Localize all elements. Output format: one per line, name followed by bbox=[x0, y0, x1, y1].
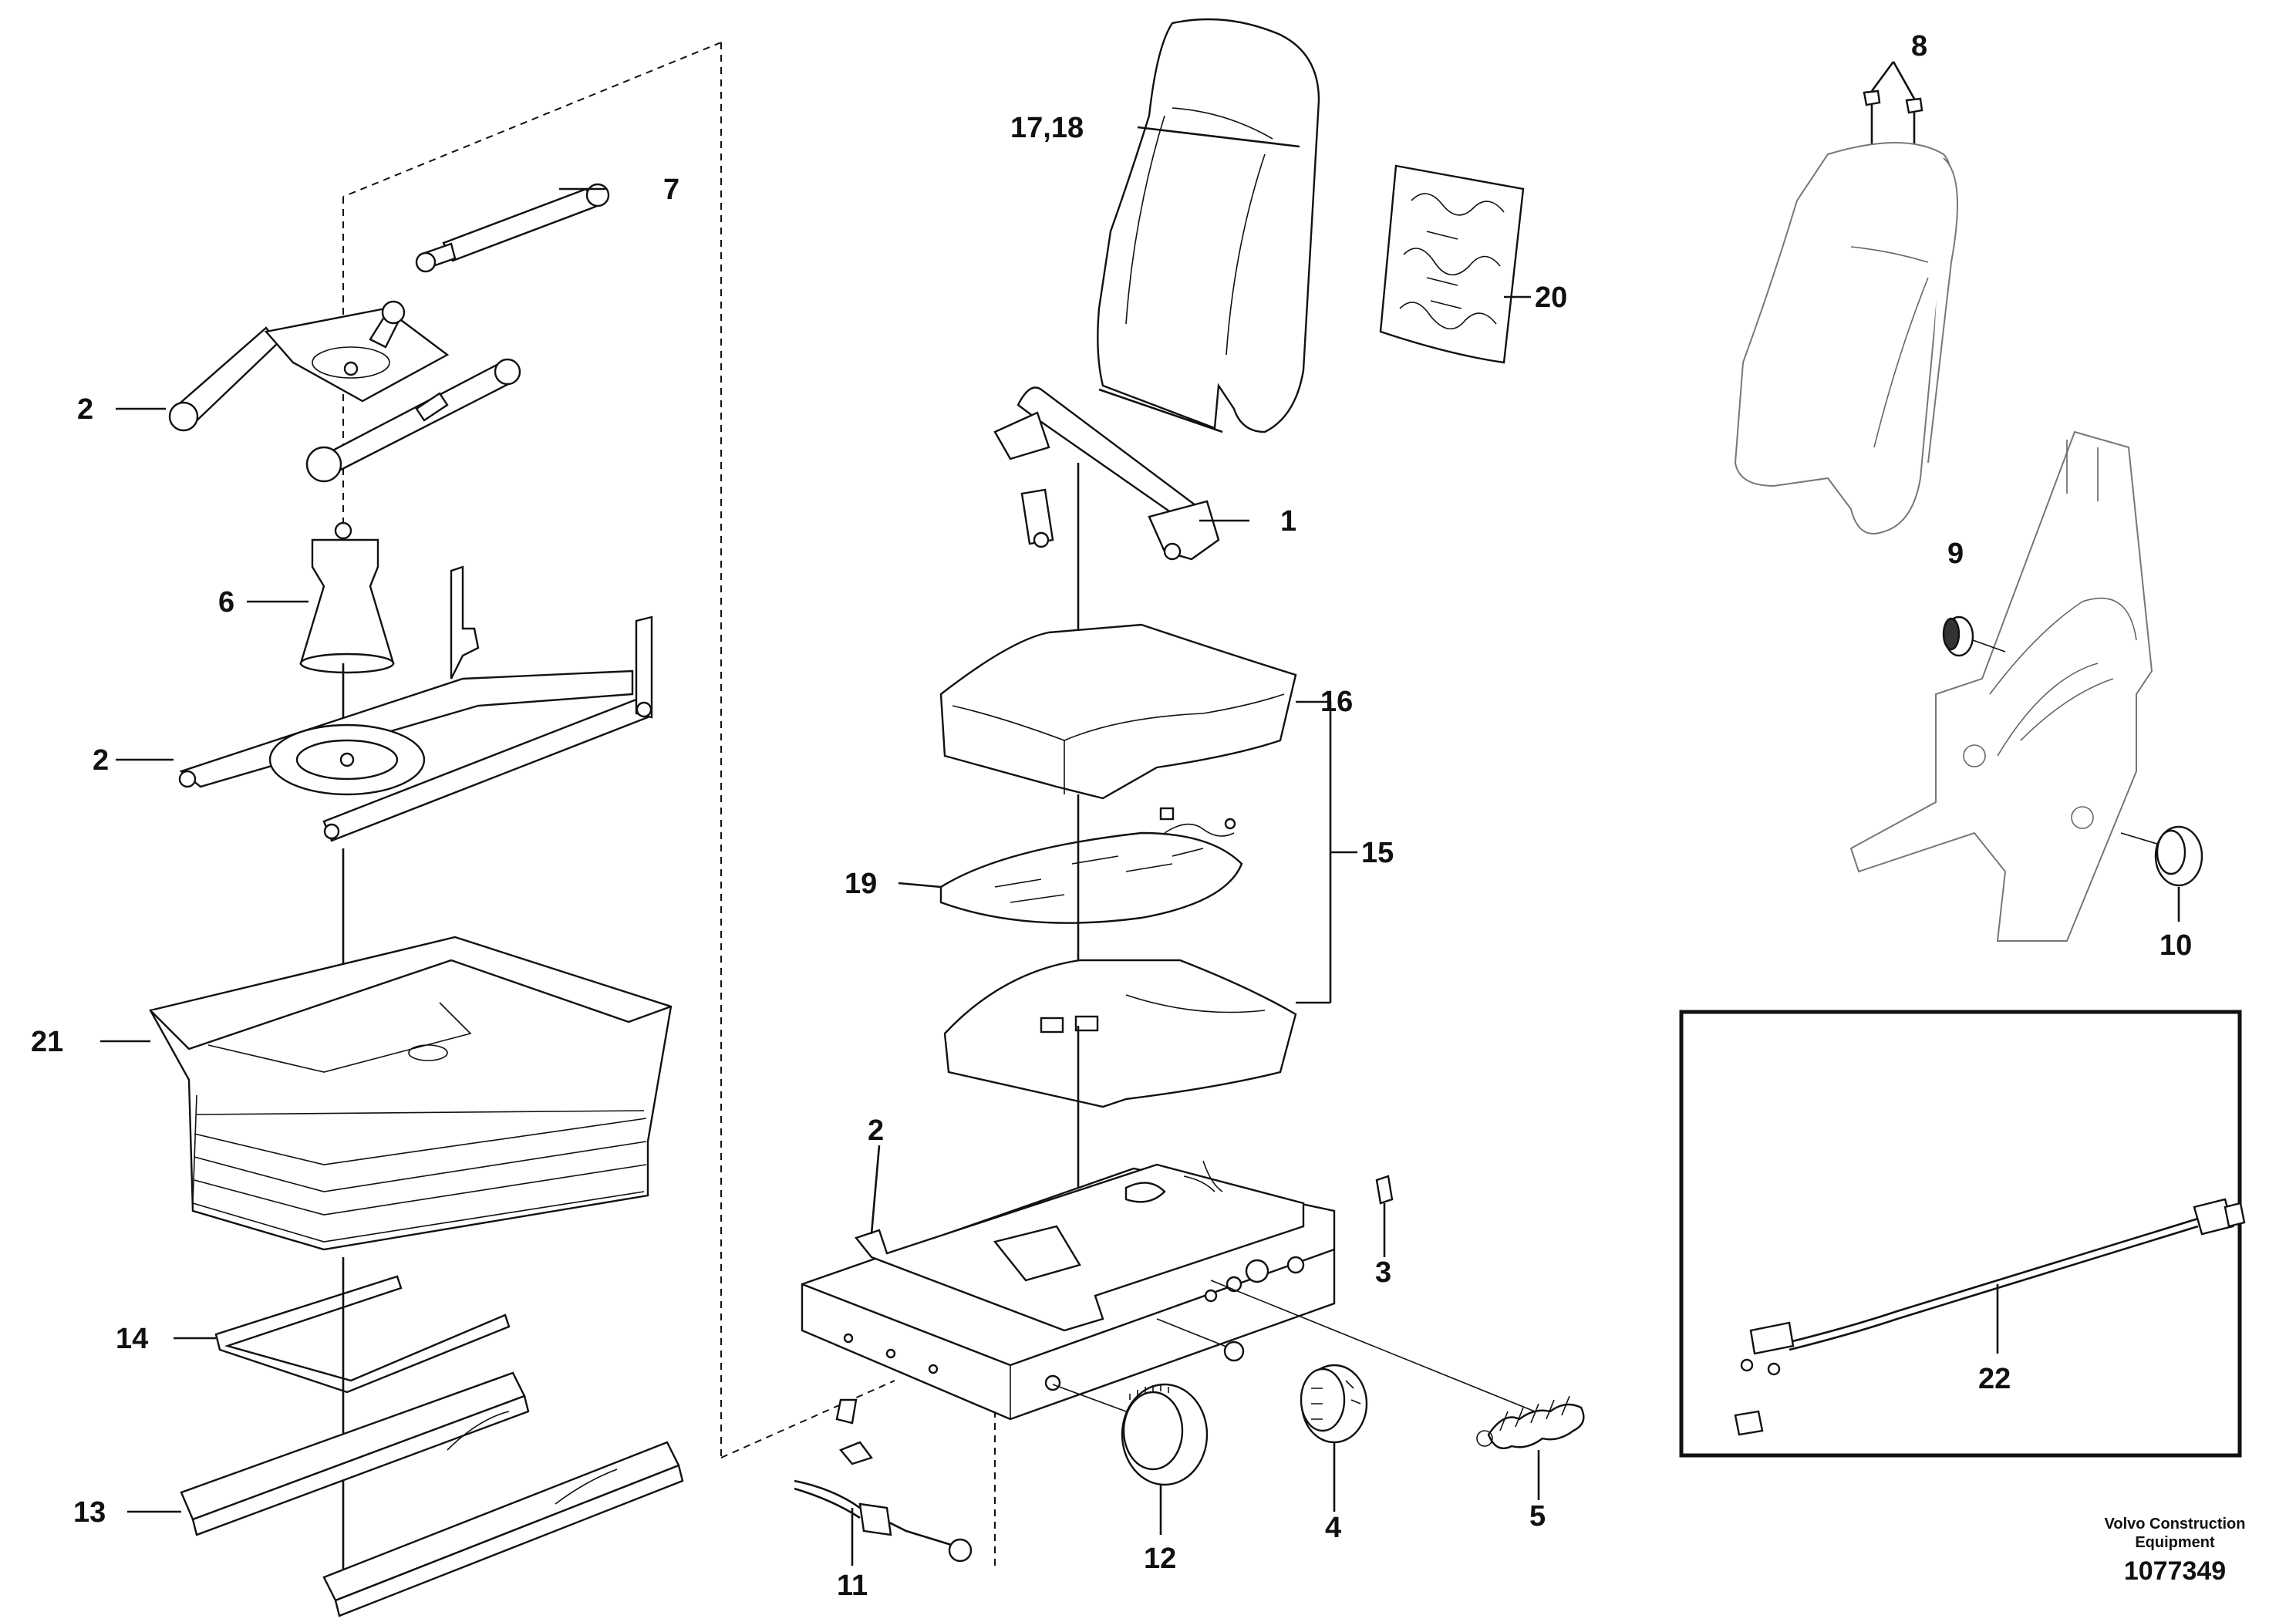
part-label-2-lower: 2 bbox=[93, 744, 109, 777]
clip-3 bbox=[1375, 1175, 1394, 1257]
spring-5 bbox=[1210, 1280, 1585, 1500]
dashed-boundary bbox=[342, 42, 996, 1566]
backrest-17-18 bbox=[1097, 18, 1320, 433]
seat-frame bbox=[801, 1160, 1336, 1421]
document-number: 1077349 bbox=[2124, 1556, 2226, 1586]
knob-9 bbox=[1942, 615, 2006, 657]
knob-4 bbox=[1156, 1318, 1368, 1512]
seat-base-cushion bbox=[943, 959, 1297, 1257]
part-label-2-upper: 2 bbox=[77, 393, 93, 426]
part-label-2-seat: 2 bbox=[868, 1114, 884, 1147]
part-label-11: 11 bbox=[837, 1570, 868, 1602]
part-label-6: 6 bbox=[218, 586, 234, 619]
part-label-10: 10 bbox=[2159, 929, 2192, 962]
part-label-16: 16 bbox=[1320, 686, 1353, 718]
part-label-9: 9 bbox=[1947, 538, 1964, 570]
seat-belt-1 bbox=[993, 386, 1220, 694]
cable-11 bbox=[794, 1398, 973, 1566]
backrest-frame bbox=[1849, 430, 2153, 942]
part-labels: 1 2 2 2 3 4 5 6 7 8 9 10 11 12 13 14 15 … bbox=[31, 30, 2192, 1602]
part-label-4: 4 bbox=[1325, 1512, 1341, 1544]
part-label-22: 22 bbox=[1978, 1363, 2011, 1395]
part-label-8: 8 bbox=[1911, 30, 1927, 62]
brand-name: Volvo Construction bbox=[2105, 1516, 2246, 1533]
part-label-7: 7 bbox=[663, 174, 679, 206]
wiring-harness-box-22 bbox=[1679, 1010, 2246, 1458]
screws-8 bbox=[1863, 89, 1923, 158]
part-label-20: 20 bbox=[1535, 282, 1567, 314]
part-label-1: 1 bbox=[1280, 505, 1296, 538]
seat-cushion-16 bbox=[939, 623, 1297, 800]
heater-mat-20 bbox=[1379, 164, 1525, 364]
slide-rails-13 bbox=[180, 1371, 684, 1617]
lower-frame bbox=[178, 565, 653, 1103]
rail-rod-14 bbox=[214, 1257, 511, 1573]
brand-subtitle: Equipment bbox=[2135, 1534, 2215, 1551]
part-label-13: 13 bbox=[73, 1496, 106, 1529]
gas-spring-7 bbox=[415, 183, 610, 273]
swing-arm-upper bbox=[168, 300, 521, 483]
heating-pad-19 bbox=[939, 794, 1243, 964]
leader-lines bbox=[100, 61, 1916, 1513]
backrest-cover bbox=[1734, 142, 1958, 534]
knob-12 bbox=[1052, 1383, 1209, 1535]
part-label-21: 21 bbox=[31, 1026, 63, 1058]
knob-10 bbox=[2120, 825, 2203, 922]
part-label-5: 5 bbox=[1529, 1500, 1546, 1533]
part-label-14: 14 bbox=[116, 1323, 148, 1355]
part-label-17-18: 17,18 bbox=[1010, 112, 1084, 144]
brand-block: Volvo Construction Equipment 1077349 bbox=[2105, 1516, 2246, 1586]
part-label-15: 15 bbox=[1361, 837, 1394, 869]
part-label-3: 3 bbox=[1375, 1256, 1391, 1289]
part-label-19: 19 bbox=[845, 868, 877, 900]
bellows-cover-21 bbox=[149, 936, 673, 1251]
part-label-12: 12 bbox=[1144, 1543, 1176, 1575]
